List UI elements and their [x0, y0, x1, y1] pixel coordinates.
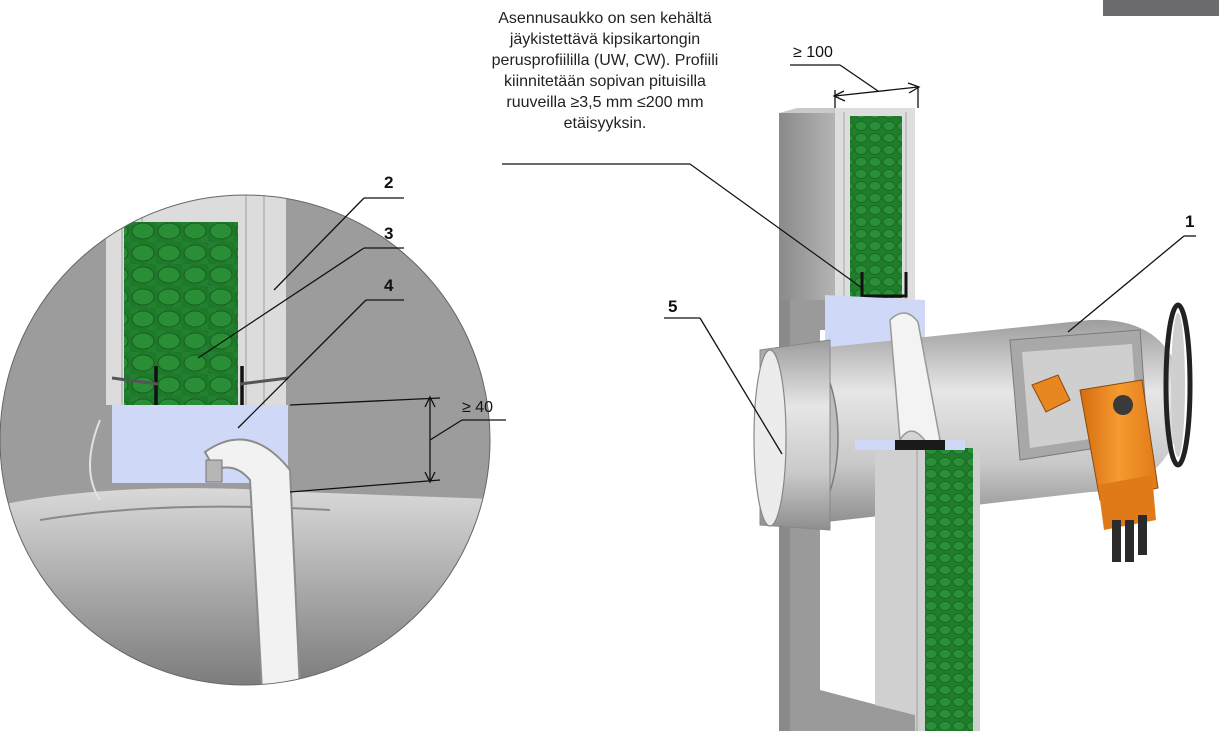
annotation-line: etäisyyksin.	[563, 115, 647, 132]
wall-upper	[779, 108, 915, 303]
main-leaders	[664, 235, 1196, 455]
dimension-top-label: ≥ 100	[793, 44, 833, 61]
corner-tab	[1103, 0, 1219, 16]
callout-5: 5	[668, 297, 678, 316]
annotation-line: ruuveilla ≥3,5 mm ≤200 mm	[506, 94, 704, 111]
dimension-detail-label: ≥ 40	[462, 399, 494, 416]
annotation-line: Asennusaukko on sen kehältä	[498, 10, 712, 27]
duct-end-gasket	[1163, 302, 1193, 468]
detail-view	[0, 195, 490, 685]
wall-front-lower	[855, 440, 980, 731]
callout-2: 2	[384, 173, 394, 192]
annotation-leader	[502, 163, 863, 289]
detail-circle-outline	[0, 194, 491, 686]
detail-clamp-band	[203, 438, 302, 685]
detail-leaders	[197, 197, 404, 429]
detail-dimension	[289, 395, 506, 493]
callout-3: 3	[384, 224, 394, 243]
annotation-line: perusprofiililla (UW, CW). Profiili	[491, 52, 719, 69]
annotation-line: kiinnitetään sopivan pituisilla	[504, 73, 706, 90]
callout-1: 1	[1185, 212, 1195, 231]
callout-4: 4	[384, 276, 394, 295]
detail-insulation	[124, 222, 238, 410]
annotation-line: jäykistettävä kipsikartongin	[509, 31, 701, 48]
actuator-assembly	[1009, 329, 1159, 562]
annotation-text: Asennusaukko on sen kehältä jäykistettäv…	[440, 8, 770, 134]
top-dimension	[790, 64, 921, 108]
